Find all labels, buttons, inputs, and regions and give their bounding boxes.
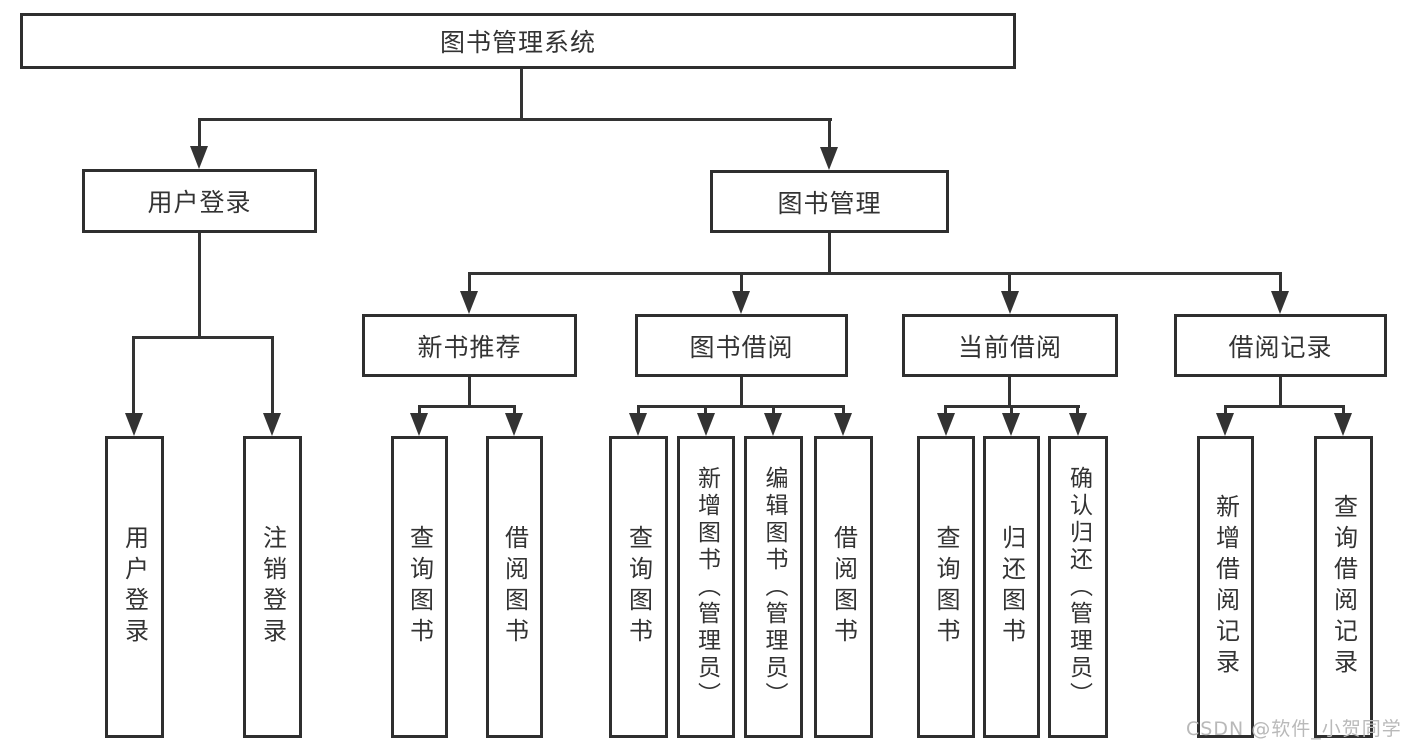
edge-stub: [1224, 405, 1227, 413]
node-user-login-branch: 用户登录: [82, 169, 317, 233]
edge-book-mgmt-trunk: [828, 233, 831, 272]
arrow-down-icon: [460, 291, 478, 314]
node-borrowing-records: 借阅记录: [1174, 314, 1387, 377]
arrow-down-icon: [1001, 291, 1019, 314]
edge-stub: [1342, 405, 1345, 413]
edge-book-mgmt-bar: [468, 272, 1282, 275]
arrow-down-icon: [190, 146, 208, 169]
edge-borrow-records-trunk: [1279, 377, 1282, 405]
arrow-down-icon: [1334, 413, 1352, 436]
edge-book-borrow-trunk: [740, 377, 743, 405]
node-book-borrowing: 图书借阅: [635, 314, 848, 377]
edge-stub: [637, 405, 640, 413]
edge-stub: [704, 405, 707, 413]
arrow-down-icon: [937, 413, 955, 436]
arrow-down-icon: [1002, 413, 1020, 436]
leaf-edit-books-admin: 编辑图书（管理员）: [744, 436, 803, 738]
arrow-down-icon: [1271, 291, 1289, 314]
arrow-down-icon: [697, 413, 715, 436]
edge-book-borrow-bar: [637, 405, 845, 408]
edge-to-current-borrow: [1008, 272, 1011, 291]
node-book-management: 图书管理: [710, 170, 949, 233]
arrow-down-icon: [125, 413, 143, 436]
edge-stub: [842, 405, 845, 413]
leaf-add-books-admin: 新增图书（管理员）: [677, 436, 735, 738]
arrow-down-icon: [629, 413, 647, 436]
edge-stub: [1076, 405, 1079, 413]
edge-to-leaf-logout: [271, 336, 274, 413]
node-new-book-recommendation: 新书推荐: [362, 314, 577, 377]
leaf-query-books-current: 查询图书: [917, 436, 975, 738]
node-library-management-system: 图书管理系统: [20, 13, 1016, 69]
leaf-borrow-books-rec: 借阅图书: [486, 436, 543, 738]
leaf-borrow-books: 借阅图书: [814, 436, 873, 738]
edge-to-user-login: [198, 118, 201, 146]
leaf-confirm-return-admin: 确认归还（管理员）: [1048, 436, 1108, 738]
leaf-logout: 注销登录: [243, 436, 302, 738]
edge-stub: [513, 405, 516, 413]
edge-current-borrow-trunk: [1008, 377, 1011, 405]
arrow-down-icon: [820, 147, 838, 170]
arrow-down-icon: [834, 413, 852, 436]
node-current-borrowing: 当前借阅: [902, 314, 1118, 377]
edge-stub: [772, 405, 775, 413]
edge-stub: [418, 405, 421, 413]
edge-new-book-rec-bar: [418, 405, 516, 408]
edge-user-login-trunk: [198, 233, 201, 336]
leaf-user-login: 用户登录: [105, 436, 164, 738]
edge-new-book-rec-trunk: [468, 377, 471, 405]
edge-to-new-book-rec: [468, 272, 471, 291]
edge-borrow-records-bar: [1224, 405, 1345, 408]
arrow-down-icon: [505, 413, 523, 436]
arrow-down-icon: [764, 413, 782, 436]
leaf-return-books: 归还图书: [983, 436, 1040, 738]
arrow-down-icon: [410, 413, 428, 436]
edge-to-borrow-records: [1279, 272, 1282, 291]
edge-user-login-bar: [132, 336, 274, 339]
edge-to-book-management: [828, 118, 831, 147]
arrow-down-icon: [263, 413, 281, 436]
edge-stub: [944, 405, 947, 413]
edge-root-bar: [198, 118, 832, 121]
edge-to-leaf-user-login: [132, 336, 135, 413]
edge-stub: [1010, 405, 1013, 413]
edge-to-book-borrow: [740, 272, 743, 291]
edge-root-trunk: [520, 69, 523, 118]
leaf-add-borrow-record: 新增借阅记录: [1197, 436, 1254, 738]
leaf-query-books-rec: 查询图书: [391, 436, 448, 738]
leaf-query-borrow-record: 查询借阅记录: [1314, 436, 1373, 738]
csdn-watermark: CSDN @软件_小贺同学: [1186, 718, 1402, 740]
arrow-down-icon: [1069, 413, 1087, 436]
arrow-down-icon: [732, 291, 750, 314]
leaf-query-books-borrow: 查询图书: [609, 436, 668, 738]
arrow-down-icon: [1216, 413, 1234, 436]
